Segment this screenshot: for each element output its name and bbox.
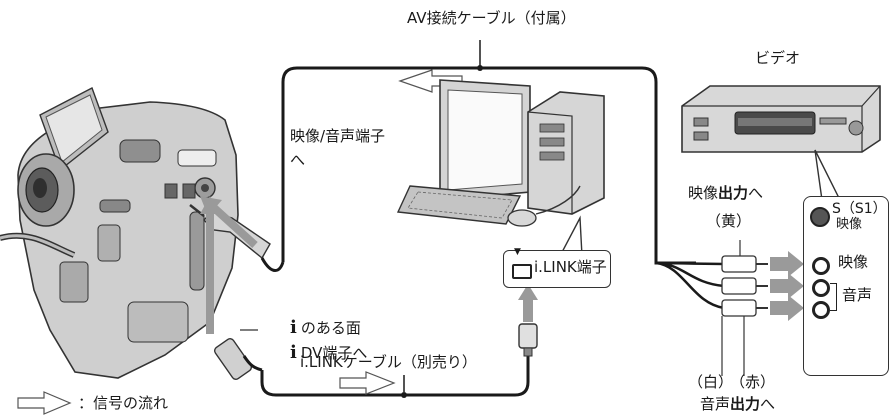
ilink-symbol-icon: i xyxy=(290,317,297,338)
ilink-cable xyxy=(260,350,530,397)
computer xyxy=(396,79,605,227)
vcr xyxy=(681,85,881,153)
legend-label: ：信号の流れ xyxy=(78,394,169,412)
ilink-cable-label: i.LINKケーブル（別売り） xyxy=(300,353,477,371)
av-jack-label: 映像/音声端子 xyxy=(290,127,386,145)
ilink-port-label: i.LINK端子 xyxy=(534,258,607,276)
signal-arrow-ilink xyxy=(339,371,396,395)
camcorder-connection-arrows xyxy=(200,196,258,334)
av-cable xyxy=(281,66,696,265)
video-out-label: 映像出力へ xyxy=(688,184,764,202)
s-video-sublabel: 映像 xyxy=(836,217,863,232)
white-label: （白） xyxy=(688,373,734,391)
ilink-plug-pc xyxy=(518,284,538,357)
ilink-symbol-icon-2: i xyxy=(290,342,297,363)
av-cable-label: AV接続ケーブル（付属） xyxy=(407,9,576,27)
video-jack xyxy=(812,257,830,275)
audio-bracket xyxy=(830,283,837,311)
dv-plug xyxy=(213,337,263,381)
camcorder xyxy=(0,87,239,379)
s-video-label: S（S1） xyxy=(832,201,887,217)
rca-plugs xyxy=(721,251,804,321)
audio-out-label: 音声出力へ xyxy=(700,395,776,413)
video-deck-label: ビデオ xyxy=(755,49,801,67)
vcr-callout-pointer xyxy=(814,149,842,201)
ilink-port-panel: ▼ i.LINK端子 xyxy=(503,247,611,288)
yellow-label: （黄） xyxy=(706,212,752,230)
red-label: （赤） xyxy=(730,373,776,391)
av-cable-tick xyxy=(477,65,483,71)
av-cable-fanout xyxy=(655,261,725,310)
ilink-cable-tick xyxy=(401,392,407,398)
video-jack-label: 映像 xyxy=(838,253,869,271)
ilink-port-marker: ▼ xyxy=(514,247,521,257)
ilink-port-icon xyxy=(512,264,532,279)
audio-jack-label: 音声 xyxy=(842,286,873,304)
s-video-jack xyxy=(810,207,830,227)
vcr-jack-panel: S（S1） 映像 映像 音声 xyxy=(803,196,889,376)
av-jack-label-suffix: へ xyxy=(290,151,306,169)
audio-jack-red xyxy=(812,301,830,319)
audio-jack-white xyxy=(812,279,830,297)
legend-arrow xyxy=(17,391,72,415)
